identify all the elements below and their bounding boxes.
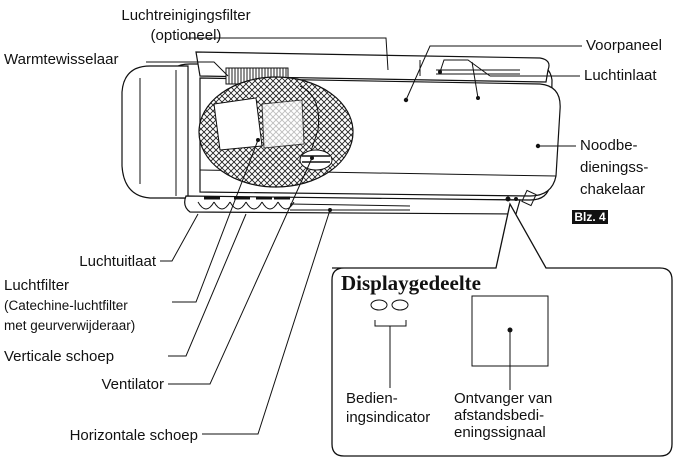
label-indicator-1: Bedien- [346,390,398,407]
label-air-filter-sub1: (Catechine-luchtfilter [4,298,128,313]
indicator-lamp-1 [370,299,388,311]
label-front-panel: Voorpaneel [586,37,662,54]
labels: Luchtreinigingsfilter (optioneel) Warmte… [4,7,662,444]
label-air-cleaning-filter-optional: (optioneel) [151,27,222,44]
label-emergency-switch-3: chakelaar [580,181,645,198]
side-cap [121,65,189,199]
label-page-ref: Blz. 4 [574,210,606,224]
page-ref-badge [572,210,608,224]
label-air-outlet: Luchtuitlaat [79,253,157,270]
label-emergency-switch-1: Noodbe- [580,137,638,154]
label-air-cleaning-filter: Luchtreinigingsfilter [121,7,250,24]
label-air-inlet: Luchtinlaat [584,67,657,84]
display-title: Displaygedeelte [341,271,481,295]
vertical-blades [197,196,295,210]
label-horizontal-blade: Horizontale schoep [70,427,198,444]
label-receiver-1: Ontvanger van [454,390,552,407]
label-emergency-switch-2: dieningss- [580,159,648,176]
indicator-lamp-2 [391,299,409,311]
label-air-filter: Luchtfilter [4,277,69,294]
label-vertical-blade: Verticale schoep [4,348,114,365]
leader-lines [146,37,582,435]
air-filter-cutaway [198,76,354,188]
label-air-filter-sub2: met geurverwijderaar) [4,318,135,333]
label-receiver-3: eningssignaal [454,424,546,441]
display-callout [331,202,673,457]
label-indicator-2: ingsindicator [346,409,430,426]
label-heat-exchanger: Warmtewisselaar [4,51,118,68]
label-receiver-2: afstandsbedi- [454,407,544,424]
label-fan: Ventilator [101,376,164,393]
